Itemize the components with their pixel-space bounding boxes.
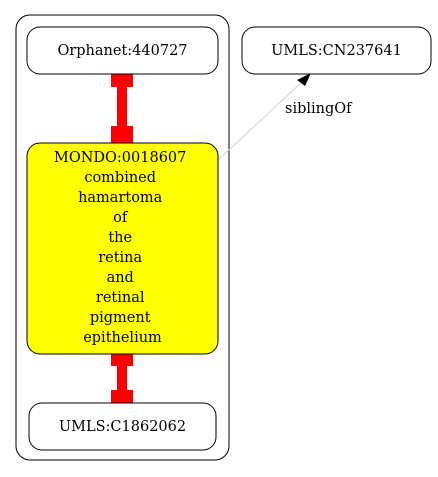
- node-mondo-box: [26, 142, 219, 355]
- mondo-label-line: combined: [84, 170, 156, 186]
- node-mondo-label: MONDO:0018607 combined hamartoma of the …: [54, 150, 191, 346]
- node-umls-cn237641-label: UMLS:CN237641: [271, 43, 402, 59]
- arrowhead-icon: [297, 73, 311, 86]
- cluster-box: [15, 14, 230, 461]
- mondo-label-line: hamartoma: [78, 190, 163, 206]
- mondo-label-line: retina: [98, 250, 142, 266]
- sibling-edge-label: siblingOf: [285, 101, 353, 117]
- equivalence-edge-mondo-umls: [111, 348, 133, 408]
- equivalence-edge-orphanet-mondo: [111, 69, 133, 144]
- mondo-label-line: of: [113, 210, 129, 226]
- node-orphanet-label: Orphanet:440727: [57, 43, 187, 59]
- node-umls-cn237641[interactable]: UMLS:CN237641: [241, 26, 432, 75]
- mondo-label-line: and: [107, 270, 134, 286]
- mondo-label-line: pigment: [90, 310, 151, 326]
- node-umls-c1862062[interactable]: UMLS:C1862062: [28, 402, 217, 451]
- mondo-label-line: MONDO:0018607: [54, 150, 186, 166]
- sibling-edge: siblingOf: [217, 73, 353, 161]
- node-orphanet[interactable]: Orphanet:440727: [26, 26, 219, 75]
- node-mondo[interactable]: MONDO:0018607 combined hamartoma of the …: [26, 142, 219, 355]
- edge-head-marker: [111, 126, 133, 144]
- mondo-label-line: the: [108, 230, 132, 246]
- mondo-label-line: epithelium: [83, 330, 162, 346]
- node-umls-c1862062-label: UMLS:C1862062: [59, 419, 186, 435]
- mondo-label-line: retinal: [96, 290, 145, 306]
